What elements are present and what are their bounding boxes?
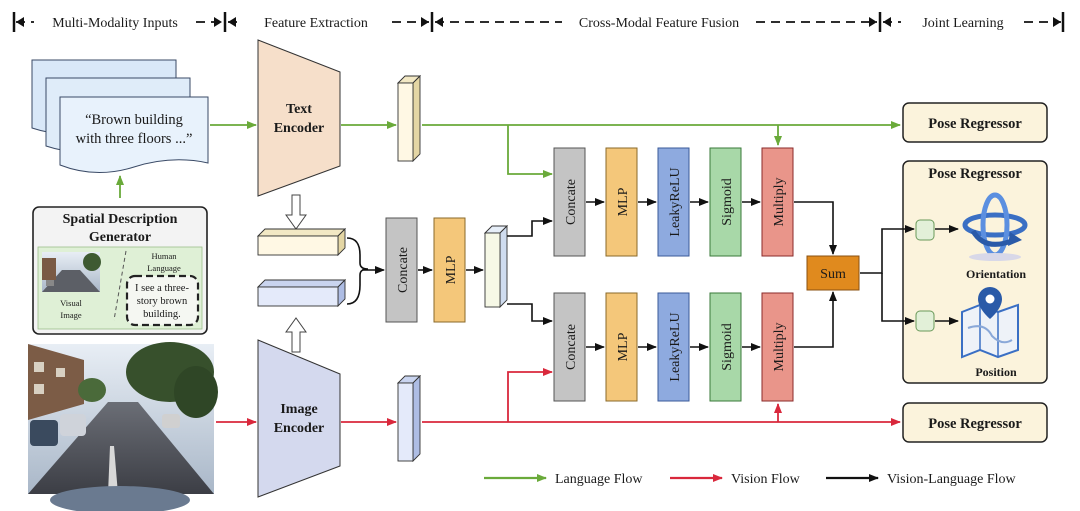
- human-language-line2: Language: [147, 263, 181, 273]
- generator-title-line1: Spatial Description: [63, 212, 178, 227]
- early-mlp-label: MLP: [444, 255, 459, 284]
- pose-regressor-image: Pose Regressor: [902, 402, 1048, 443]
- image-encoder: Image Encoder: [257, 339, 341, 498]
- text-document-stack: “Brown building with three floors ...”: [31, 59, 209, 174]
- map-pin-icon: [961, 287, 1019, 359]
- sum-label: Sum: [820, 267, 846, 282]
- generator-title-line2: Generator: [89, 230, 151, 245]
- human-language-line1: Human: [151, 251, 177, 261]
- vision-language-connectors: [362, 198, 959, 351]
- top-concate-label: Concate: [564, 179, 579, 225]
- sum-block: Sum: [806, 255, 860, 291]
- pose-regressor-text-label: Pose Regressor: [928, 116, 1022, 132]
- stage-header: Multi-Modality Inputs Feature Extraction…: [12, 12, 1065, 32]
- pose-regressor-joint: Pose Regressor Orientation Position: [902, 160, 1048, 384]
- spatial-description-generator: Spatial Description Generator Visual Ima…: [32, 206, 208, 335]
- legend-vision-label: Vision Flow: [731, 472, 801, 487]
- orientation-label: Orientation: [966, 267, 1026, 281]
- visual-image-line2: Image: [60, 310, 81, 320]
- bottom-multiply-label: Multiply: [772, 322, 787, 371]
- bottom-fusion-branch: Concate MLP LeakyReLU Sigmoid Multiply: [553, 292, 794, 402]
- stage-joint-learning: Joint Learning: [922, 16, 1003, 31]
- street-photo: [28, 342, 218, 511]
- top-sigmoid-label: Sigmoid: [720, 178, 735, 225]
- top-leakyrelu-label: LeakyReLU: [668, 167, 683, 236]
- legend-vision-language-label: Vision-Language Flow: [887, 472, 1017, 487]
- text-quote-line1: “Brown building: [85, 112, 183, 128]
- legend: Language Flow Vision Flow Vision-Languag…: [484, 472, 1017, 487]
- speech-line3: building.: [143, 309, 181, 320]
- image-encoder-line2: Encoder: [274, 421, 325, 436]
- speech-line2: story brown: [137, 296, 188, 307]
- top-multiply-label: Multiply: [772, 177, 787, 226]
- pose-regressor-joint-label: Pose Regressor: [928, 166, 1022, 182]
- text-encoder-line2: Encoder: [274, 121, 325, 136]
- stage-multi-modality-inputs: Multi-Modality Inputs: [52, 16, 178, 31]
- vision-flow-connectors: [216, 368, 901, 426]
- visual-image-line1: Visual: [60, 298, 82, 308]
- position-label: Position: [975, 365, 1017, 379]
- down-hollow-arrow: [285, 194, 307, 230]
- early-mlp-block: MLP: [433, 217, 466, 323]
- bottom-mlp-label: MLP: [616, 332, 631, 361]
- orientation-icon: [962, 192, 1028, 261]
- text-encoder: Text Encoder: [257, 39, 341, 197]
- pose-regressor-image-label: Pose Regressor: [928, 416, 1022, 432]
- image-encoder-line1: Image: [280, 402, 317, 417]
- image-feature-bar: [256, 278, 347, 308]
- stage-cross-modal-fusion: Cross-Modal Feature Fusion: [579, 16, 739, 31]
- stage-feature-extraction: Feature Extraction: [264, 16, 368, 31]
- speech-line1: I see a three-: [135, 283, 189, 294]
- fused-feature-vector: [483, 224, 509, 309]
- early-concate-block: Concate: [385, 217, 418, 323]
- text-quote-line2: with three floors ...”: [76, 131, 193, 147]
- language-flow-connectors: [116, 121, 901, 198]
- text-feature-bar: [256, 227, 347, 257]
- text-feature-vector: [396, 74, 422, 163]
- merge-brace: [346, 237, 369, 305]
- image-feature-vector: [396, 374, 422, 463]
- early-concate-label: Concate: [396, 247, 411, 293]
- street-thumbnail: [42, 252, 101, 292]
- top-fusion-branch: Concate MLP LeakyReLU Sigmoid Multiply: [553, 147, 794, 257]
- text-encoder-line1: Text: [286, 102, 312, 117]
- legend-language-label: Language Flow: [555, 472, 643, 487]
- bottom-leakyrelu-label: LeakyReLU: [668, 312, 683, 381]
- pose-regressor-text: Pose Regressor: [902, 102, 1048, 143]
- up-hollow-arrow: [285, 317, 307, 353]
- top-mlp-label: MLP: [616, 187, 631, 216]
- bottom-concate-label: Concate: [564, 324, 579, 370]
- bottom-sigmoid-label: Sigmoid: [720, 323, 735, 370]
